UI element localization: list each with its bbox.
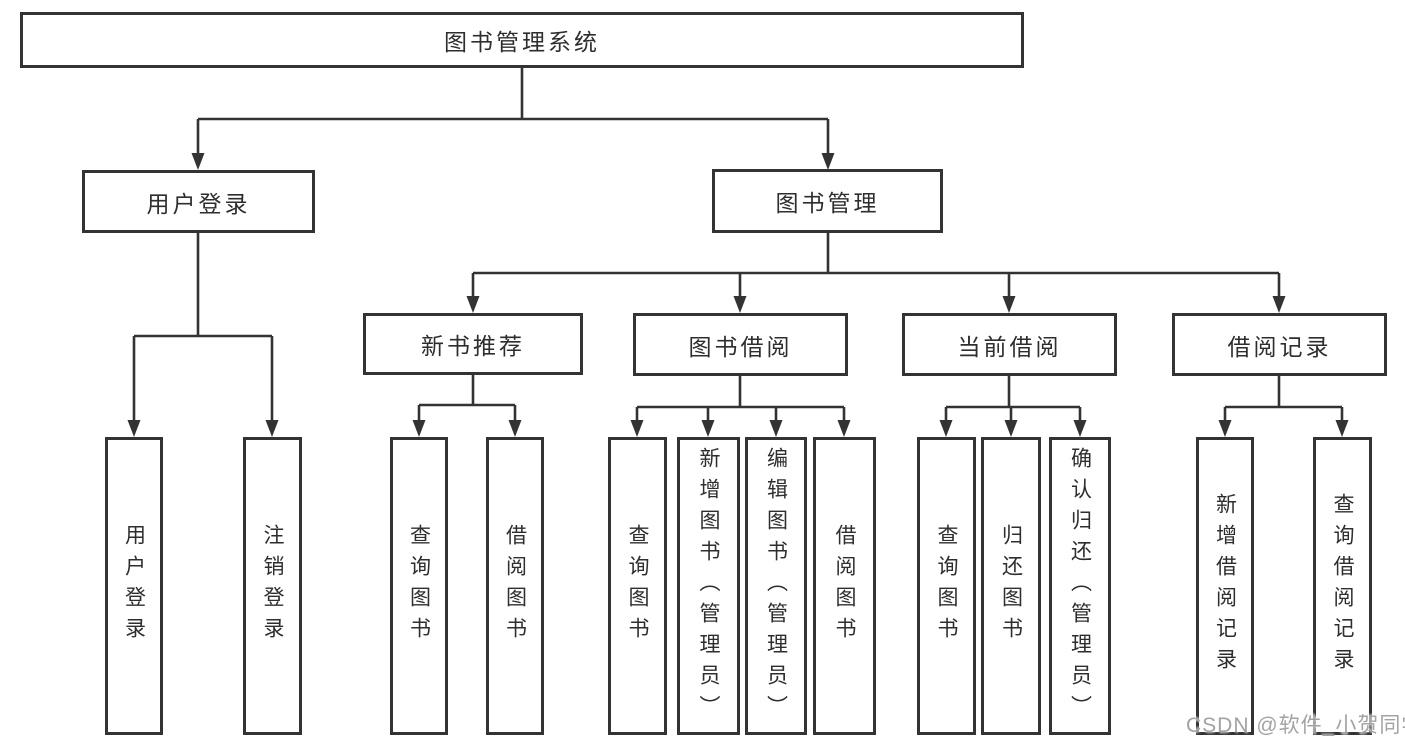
leaf-query-borrow-record: 查询借阅记录: [1313, 437, 1372, 735]
leaf-query-books-2-label: 查询图书: [626, 524, 649, 648]
leaf-edit-books-admin: 编辑图书（管理员）: [745, 437, 807, 735]
leaf-confirm-return-admin: 确认归还（管理员）: [1049, 437, 1111, 735]
connector-current-borrow-to-leaves: [939, 376, 1087, 437]
leaf-query-books-1-label: 查询图书: [407, 524, 431, 648]
leaf-return-books: 归还图书: [981, 437, 1041, 735]
leaf-query-books-2: 查询图书: [608, 437, 667, 735]
leaf-add-borrow-record: 新增借阅记录: [1196, 437, 1254, 735]
leaf-add-books-admin: 新增图书（管理员）: [677, 437, 740, 735]
leaf-return-books-label: 归还图书: [999, 524, 1023, 648]
leaf-logout: 注销登录: [243, 437, 302, 735]
connector-new-book-recommend-to-leaves: [412, 375, 522, 437]
connector-book-management-to-level3: [466, 233, 1286, 313]
connector-user-login-to-leaves: [127, 233, 279, 437]
leaf-query-books-1: 查询图书: [390, 437, 448, 735]
leaf-query-books-3: 查询图书: [917, 437, 976, 735]
leaf-borrow-books-2-label: 借阅图书: [833, 524, 856, 648]
connector-root-to-level2: [191, 68, 835, 170]
watermark: CSDN @软件_小贺同学: [1186, 714, 1405, 737]
leaf-borrow-books-1: 借阅图书: [486, 437, 544, 735]
leaf-add-books-admin-label: 新增图书（管理员）: [697, 446, 720, 726]
node-user-login: 用户登录: [82, 170, 315, 233]
node-book-management: 图书管理: [712, 169, 943, 233]
leaf-logout-label: 注销登录: [261, 524, 284, 648]
node-root: 图书管理系统: [20, 12, 1024, 68]
node-book-borrow: 图书借阅: [633, 313, 848, 376]
leaf-query-books-3-label: 查询图书: [935, 524, 958, 648]
leaf-add-borrow-record-label: 新增借阅记录: [1213, 493, 1237, 679]
leaf-user-login: 用户登录: [105, 437, 163, 735]
connector-borrow-records-to-leaves: [1218, 376, 1349, 437]
leaf-borrow-books-1-label: 借阅图书: [503, 524, 527, 648]
leaf-user-login-label: 用户登录: [122, 524, 146, 648]
connector-book-borrow-to-leaves: [630, 376, 851, 437]
leaf-borrow-books-2: 借阅图书: [813, 437, 876, 735]
node-borrow-records: 借阅记录: [1172, 313, 1387, 376]
node-current-borrow: 当前借阅: [902, 313, 1117, 376]
leaf-edit-books-admin-label: 编辑图书（管理员）: [764, 446, 788, 726]
leaf-query-borrow-record-label: 查询借阅记录: [1331, 493, 1354, 679]
node-new-book-recommend: 新书推荐: [363, 313, 583, 375]
leaf-confirm-return-admin-label: 确认归还（管理员）: [1068, 446, 1092, 726]
